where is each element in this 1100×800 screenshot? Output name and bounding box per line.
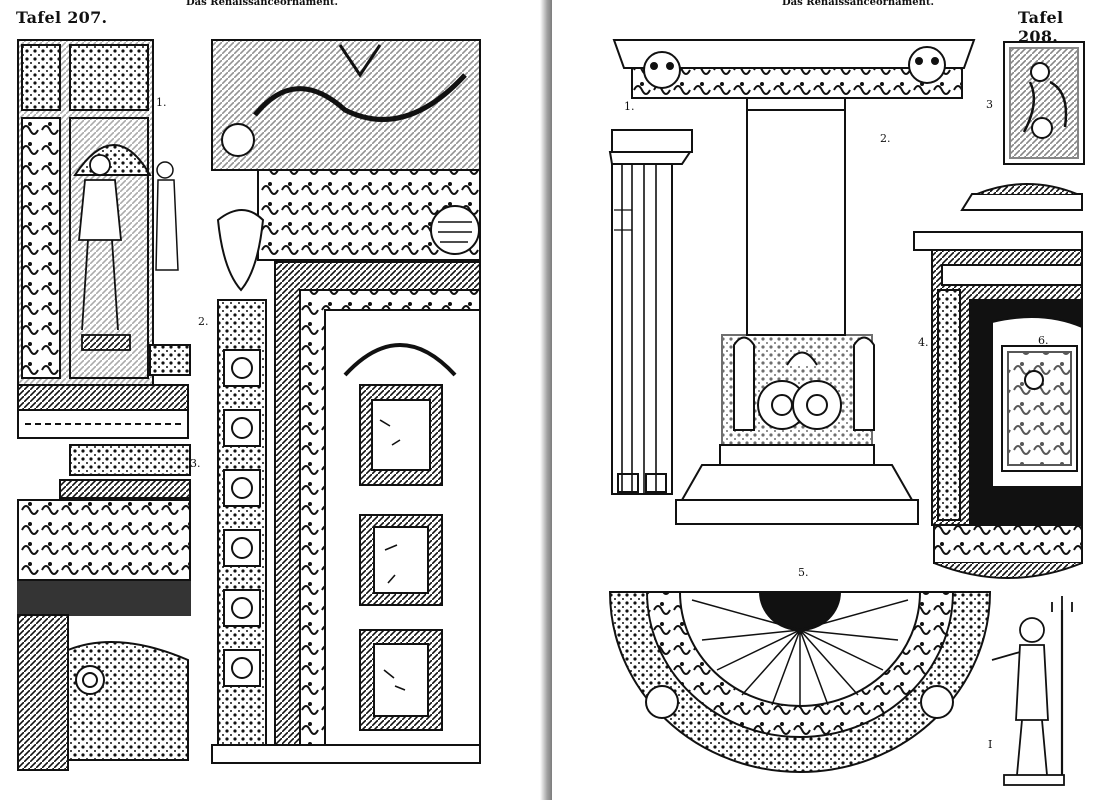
left-plate-number: Tafel 207. [16, 8, 108, 27]
right-fig-label-2: 2. [880, 132, 891, 145]
right-plate-illustration [608, 39, 1085, 786]
fig6-framed-relief [991, 316, 1083, 488]
fig5-shell-vault [608, 591, 992, 773]
right-fig-label-3: 3 [986, 98, 993, 111]
left-plate-illustration [17, 39, 481, 771]
left-fig-label-3: 3. [190, 457, 201, 470]
fig2-ornamental-doorway [211, 39, 481, 764]
right-fig-label-1: 1. [624, 100, 635, 113]
left-fig-label-1: 1. [156, 96, 167, 109]
right-fig-label-6: 6. [1038, 334, 1049, 347]
right-page: Das Renaissanceornament. Tafel 208. [552, 0, 1100, 800]
right-running-title: Das Renaissanceornament. [782, 0, 934, 8]
fig2-cornice-slab [612, 39, 976, 99]
fig3-putto-tile [1003, 41, 1085, 165]
fig1-pilaster-profile [608, 129, 693, 495]
left-fig-label-2: 2. [198, 315, 209, 328]
fig1-niche-panel [17, 39, 191, 386]
left-page: Das Renaissanceornament. Tafel 207. [0, 0, 548, 800]
fig2-column-pedestal [675, 97, 919, 525]
fig3-cornice-fragments [17, 384, 191, 771]
right-fig-label-5: 5. [798, 566, 809, 579]
right-fig-label-4: 4. [918, 336, 929, 349]
figI-neptune-statue [991, 596, 1073, 786]
right-fig-label-I: I [988, 738, 993, 751]
left-running-title: Das Renaissanceornament. [186, 0, 338, 8]
